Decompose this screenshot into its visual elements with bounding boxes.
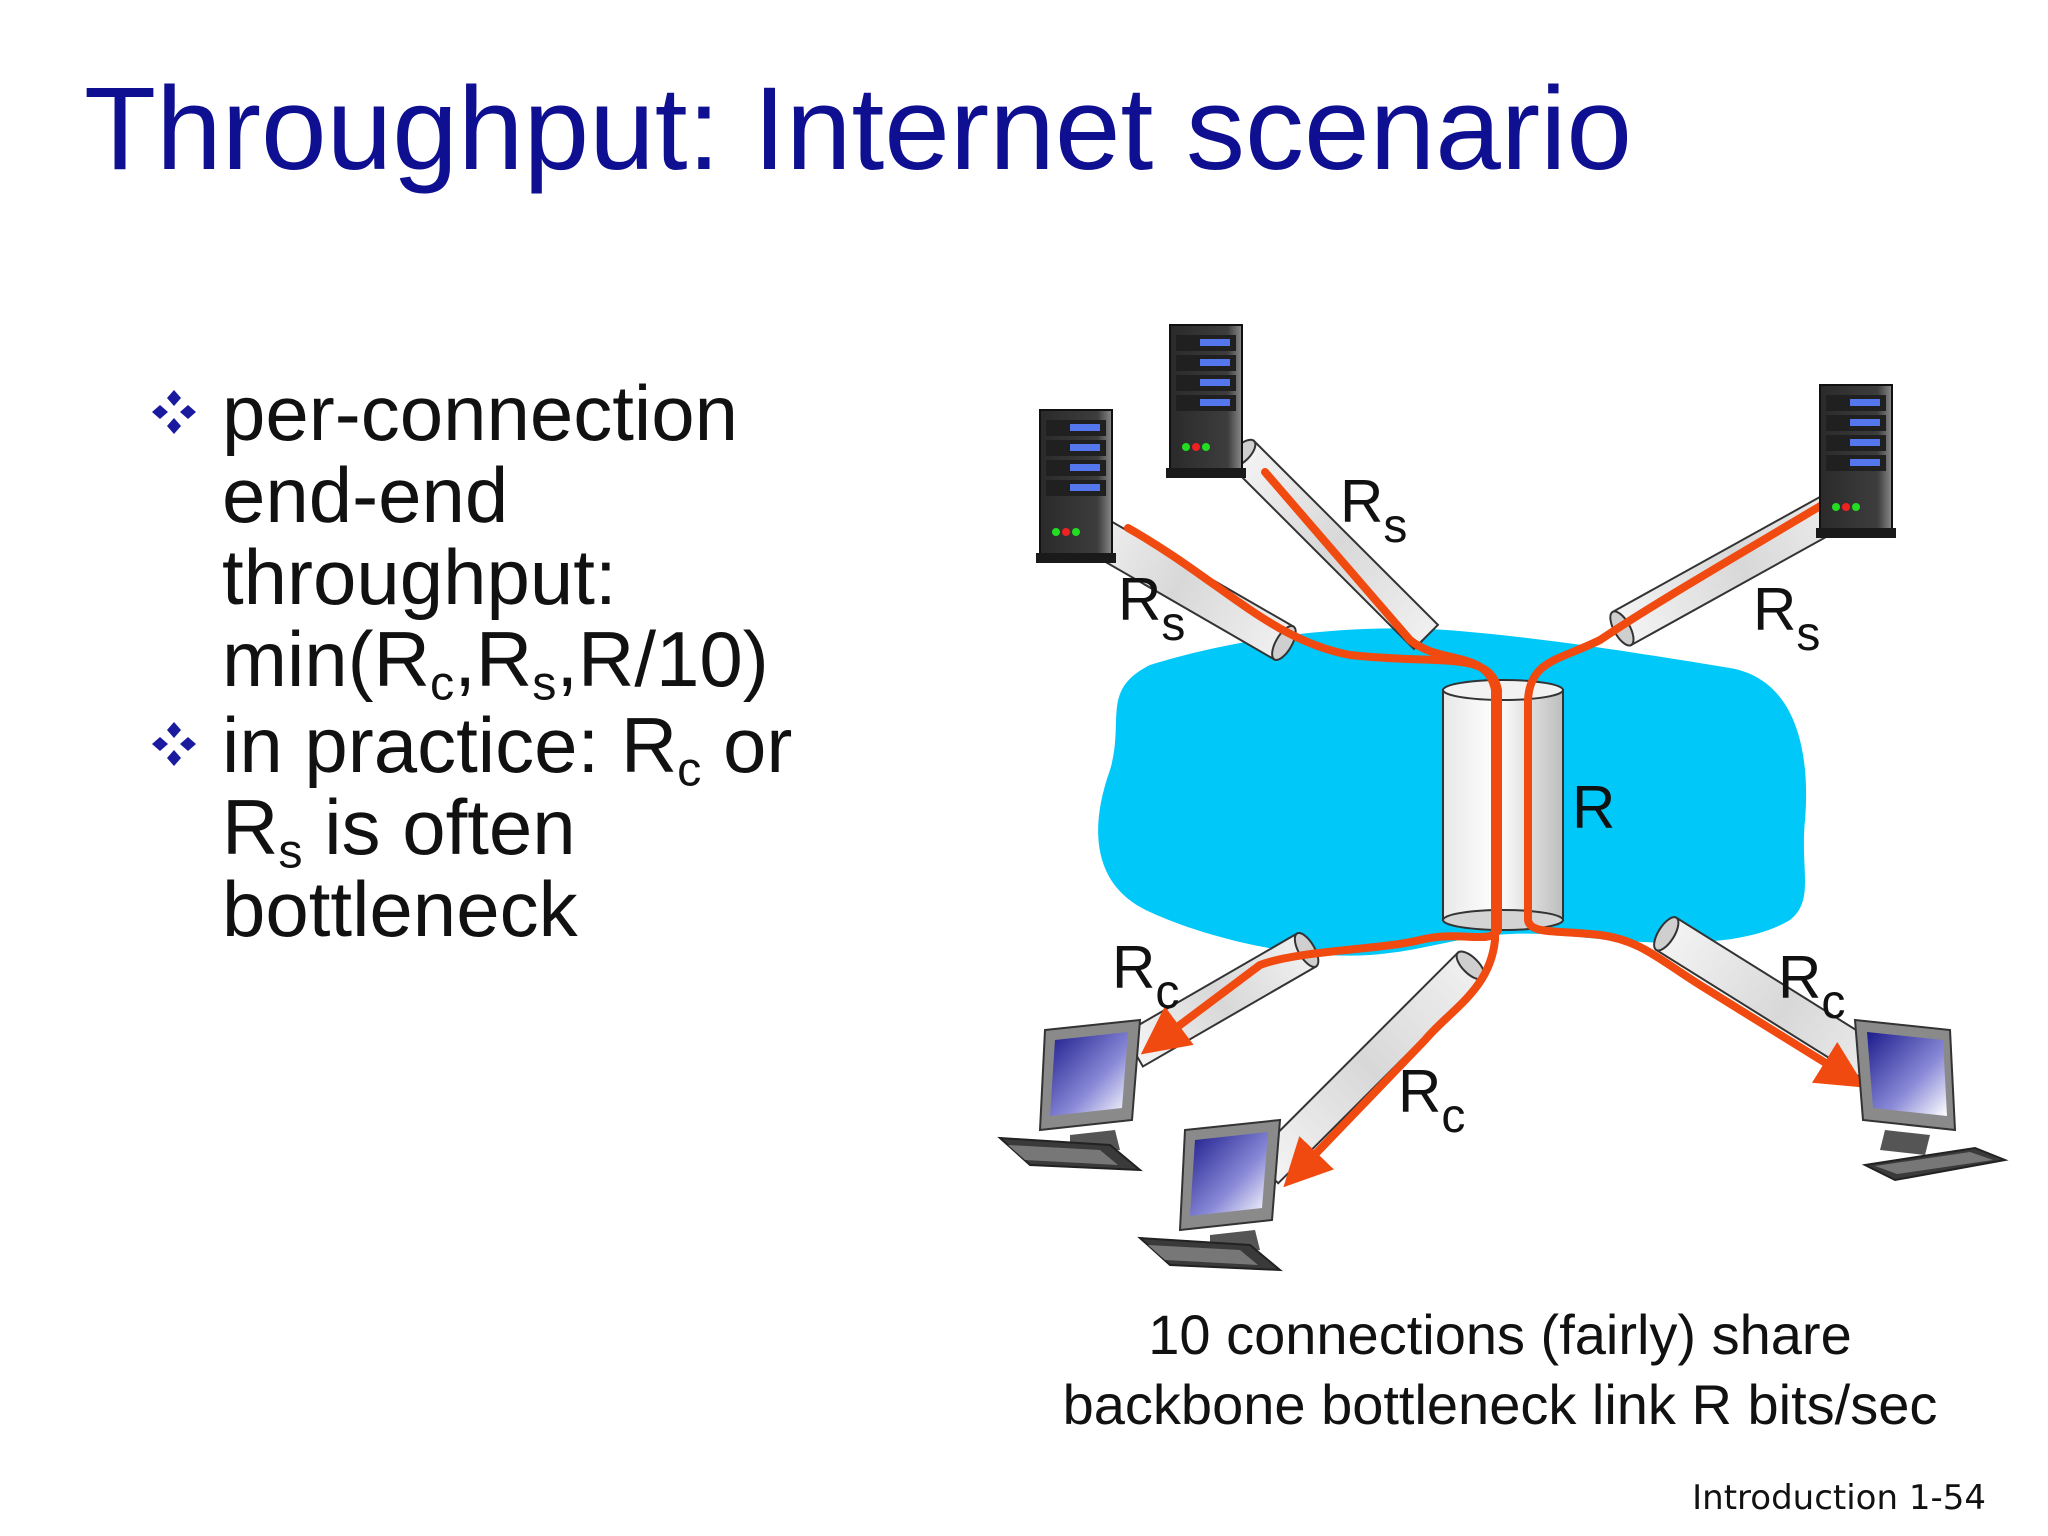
- bullet-line-text: ,R/10): [556, 615, 769, 703]
- bullet-line: end-end: [222, 454, 870, 536]
- computer-icon: [997, 1018, 1143, 1172]
- server-icon: [1166, 324, 1246, 478]
- subscript-text: c: [430, 656, 455, 711]
- bullet-line: Rs is often: [222, 783, 870, 876]
- rs-label-left-base: R: [1118, 566, 1161, 633]
- rc-label-middle-base: R: [1398, 1058, 1441, 1125]
- bullet-line: per-connection: [222, 372, 870, 454]
- r-label-backbone-base: R: [1572, 774, 1615, 841]
- rs-label-left-sub: s: [1161, 598, 1185, 651]
- bullet-line-text: or: [701, 701, 793, 789]
- rs-label-right-base: R: [1753, 576, 1796, 643]
- bullet-line-text: min(R: [222, 615, 430, 703]
- rs-label-right-sub: s: [1796, 608, 1820, 661]
- bullet-line-text: end-end: [222, 451, 509, 539]
- server-icon: [1816, 384, 1896, 538]
- bullet-line-text: R: [222, 783, 279, 871]
- flow-server-top: [1261, 468, 1499, 1188]
- computer-icon: [1137, 1118, 1283, 1272]
- rc-label-left-sub: c: [1155, 966, 1179, 1019]
- rc-label-middle-sub: c: [1441, 1090, 1465, 1143]
- bullet-line: min(Rc,Rs,R/10): [222, 615, 870, 708]
- rs-label-top: Rs: [1340, 468, 1407, 553]
- bullet-line-text: per-connection: [222, 369, 738, 457]
- bullet-line-text: bottleneck: [222, 865, 578, 953]
- computer-icon: [1853, 1018, 2009, 1182]
- subscript-text: c: [677, 742, 702, 797]
- server-icon: [1036, 409, 1116, 563]
- bullet-line: bottleneck: [222, 868, 870, 950]
- slide-title: Throughput: Internet scenario: [84, 63, 1633, 195]
- backbone-link-cylinder: [1442, 679, 1564, 931]
- rc-label-middle: Rc: [1398, 1058, 1465, 1143]
- bullet-line-text: throughput:: [222, 533, 617, 621]
- diamond-bullet-icon: [152, 722, 196, 766]
- bullet-line-text: in practice: R: [222, 701, 678, 789]
- slide-footer: Introduction 1-54: [1692, 1478, 1986, 1518]
- rc-label-right-sub: c: [1821, 976, 1845, 1029]
- diamond-bullet-icon: [152, 390, 196, 434]
- caption-line-2: backbone bottleneck link R bits/sec: [1062, 1373, 1938, 1436]
- rc-label-left: Rc: [1112, 934, 1179, 1019]
- rc-label-right-base: R: [1778, 944, 1821, 1011]
- flow-server-right: [1524, 501, 1866, 1088]
- subscript-text: s: [278, 824, 303, 879]
- r-label-backbone: R: [1572, 774, 1615, 841]
- rc-label-left-base: R: [1112, 934, 1155, 1001]
- bullet-line-text: is often: [302, 783, 576, 871]
- rs-label-top-sub: s: [1383, 500, 1407, 553]
- rs-label-right: Rs: [1753, 576, 1820, 661]
- diagram-caption: 10 connections (fairly) share backbone b…: [1000, 1300, 2000, 1440]
- rs-label-top-base: R: [1340, 468, 1383, 535]
- caption-line-1: 10 connections (fairly) share: [1148, 1303, 1852, 1366]
- bullet-line: in practice: Rc or: [222, 701, 870, 794]
- rc-label-right: Rc: [1778, 944, 1845, 1029]
- bullet-line-text: ,R: [454, 615, 533, 703]
- rs-label-left: Rs: [1118, 566, 1185, 651]
- bullet-line: throughput:: [222, 536, 870, 618]
- subscript-text: s: [532, 656, 557, 711]
- connection-flows: [1124, 468, 1866, 1188]
